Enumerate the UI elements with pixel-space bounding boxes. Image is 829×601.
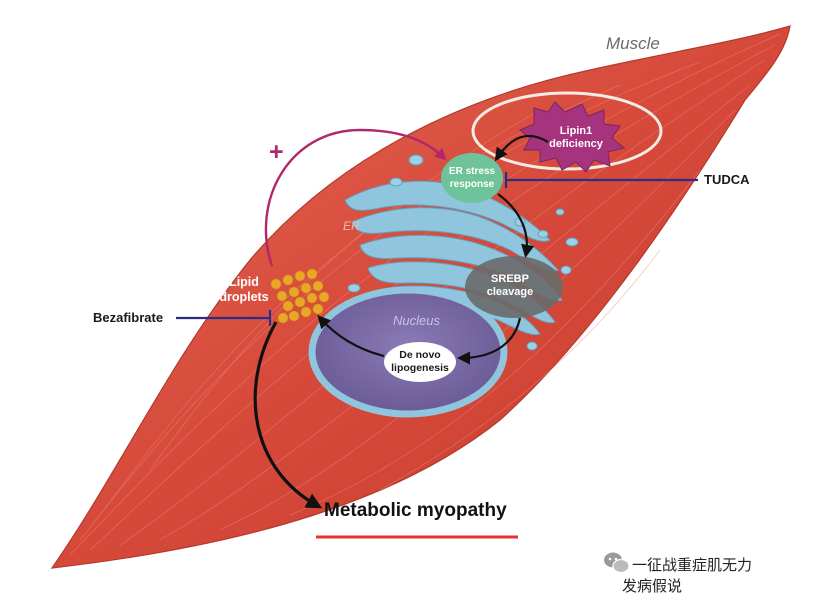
bezafibrate-inhibitor bbox=[176, 310, 272, 326]
outcome-label: Metabolic myopathy bbox=[324, 500, 507, 521]
arrow-positive-feedback bbox=[264, 128, 447, 267]
srebp-line2: cleavage bbox=[486, 286, 534, 298]
arrow-srebp-to-de-novo bbox=[457, 317, 522, 365]
lipid-droplets-line1: Lipid bbox=[229, 275, 259, 289]
lipid-droplets-cluster bbox=[270, 268, 330, 324]
er-stress-line2: response bbox=[449, 179, 495, 190]
de-novo-node bbox=[384, 342, 456, 382]
de-novo-line1: De novo bbox=[399, 349, 441, 361]
lipin1-label: Lipin1 deficiency bbox=[549, 125, 603, 151]
watermark-account: 一征战重症肌无力 bbox=[632, 557, 753, 574]
srebp-node bbox=[465, 256, 563, 318]
watermark-caption: 发病假说 bbox=[622, 578, 683, 595]
tudca-inhibitor bbox=[504, 172, 698, 188]
lipin1-burst bbox=[519, 101, 626, 173]
arrow-er-stress-to-srebp bbox=[497, 193, 535, 258]
tudca-label: TUDCA bbox=[704, 172, 750, 187]
highlight-ellipse bbox=[471, 91, 663, 171]
lipin1-line1: Lipin1 bbox=[559, 125, 593, 137]
srebp-label: SREBP cleavage bbox=[487, 273, 533, 299]
er-stress-line1: ER stress bbox=[448, 166, 496, 177]
wechat-logo-icon bbox=[604, 552, 630, 574]
positive-feedback-plus: + bbox=[269, 138, 284, 166]
lipin1-line2: deficiency bbox=[549, 138, 603, 150]
srebp-line1: SREBP bbox=[491, 273, 529, 285]
arrow-lipid-to-myopathy bbox=[253, 321, 323, 509]
lipid-droplets-line2: droplets bbox=[219, 290, 269, 304]
bezafibrate-label: Bezafibrate bbox=[93, 310, 164, 325]
nucleus-label: Nucleus bbox=[393, 313, 440, 328]
er-stress-label: ER stress response bbox=[449, 165, 495, 191]
er-stress-node bbox=[441, 153, 503, 203]
arrow-de-novo-to-lipid bbox=[317, 315, 385, 358]
de-novo-line2: lipogenesis bbox=[391, 362, 449, 374]
arrow-lipin1-to-er-stress bbox=[494, 134, 549, 162]
lipid-droplets-label: Lipid droplets bbox=[219, 275, 268, 305]
de-novo-label: De novo lipogenesis bbox=[391, 349, 449, 375]
er-label: ER bbox=[343, 219, 360, 233]
muscle-label: Muscle bbox=[606, 34, 660, 53]
